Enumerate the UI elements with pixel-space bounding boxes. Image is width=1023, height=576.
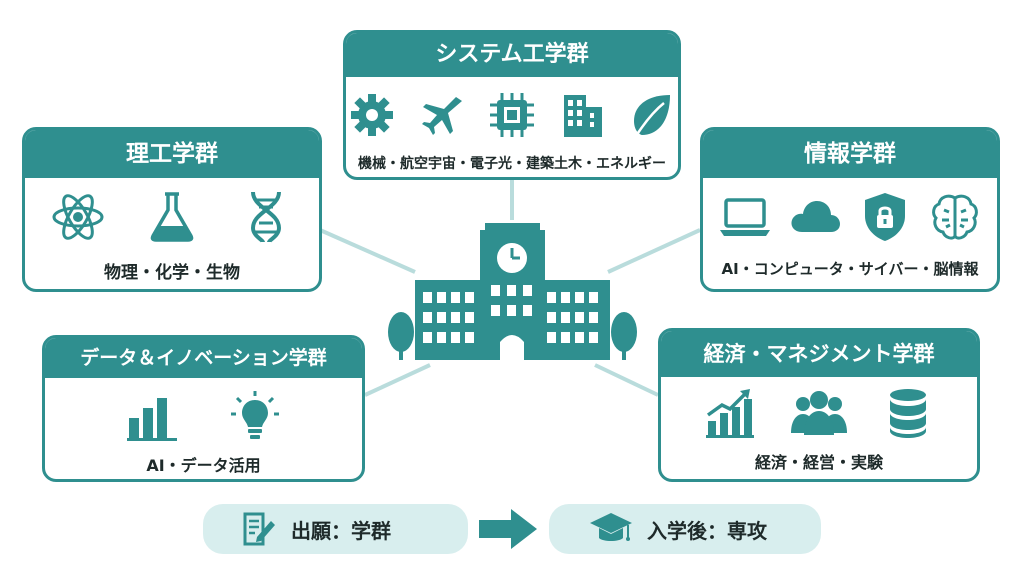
step-label: 出願：学群 bbox=[291, 518, 391, 543]
step-label: 入学後：専攻 bbox=[647, 518, 767, 543]
card-title: 情報学群 bbox=[703, 130, 997, 178]
application-step-pill: 出願：学群 bbox=[203, 504, 468, 554]
card-caption: AI・コンピュータ・サイバー・脳情報 bbox=[721, 260, 979, 278]
card-caption: 物理・化学・生物 bbox=[104, 263, 240, 283]
card-title: 理工学群 bbox=[25, 130, 319, 178]
card-caption: 機械・航空宇宙・電子光・建築土木・エネルギー bbox=[358, 156, 666, 172]
data-innovation-card: データ＆イノベーション学群 AI・データ活用 bbox=[42, 335, 365, 482]
brain-icon bbox=[932, 194, 978, 240]
dna-icon bbox=[250, 191, 282, 243]
laptop-icon bbox=[720, 198, 770, 236]
airplane-icon bbox=[422, 97, 462, 135]
graduation-cap-icon bbox=[590, 513, 632, 541]
card-caption: AI・データ活用 bbox=[146, 456, 261, 475]
bar-chart-icon bbox=[126, 398, 177, 441]
flask-icon bbox=[150, 192, 194, 242]
leaf-icon bbox=[634, 95, 670, 135]
growth-chart-icon bbox=[706, 389, 754, 438]
cloud-icon bbox=[791, 201, 840, 232]
document-pen-icon bbox=[243, 512, 275, 546]
shield-lock-icon bbox=[865, 193, 905, 241]
informatics-card: 情報学群 bbox=[700, 127, 1000, 292]
card-title: システム工学群 bbox=[346, 33, 678, 77]
chip-icon bbox=[490, 93, 534, 137]
university-building-icon bbox=[388, 223, 637, 360]
gear-icon bbox=[351, 94, 393, 136]
people-icon bbox=[791, 391, 847, 435]
card-caption: 経済・経営・実験 bbox=[754, 453, 883, 472]
right-arrow-icon bbox=[479, 509, 537, 549]
economics-management-card: 経済・マネジメント学群 bbox=[658, 328, 980, 482]
system-engineering-card: システム工学群 bbox=[343, 30, 681, 180]
post-enrollment-step-pill: 入学後：専攻 bbox=[549, 504, 821, 554]
science-engineering-card: 理工学群 bbox=[22, 127, 322, 292]
card-title: 経済・マネジメント学群 bbox=[661, 331, 977, 377]
building-icon bbox=[564, 95, 602, 137]
card-title: データ＆イノベーション学群 bbox=[45, 338, 362, 378]
lightbulb-icon bbox=[230, 391, 279, 439]
database-icon bbox=[890, 389, 926, 438]
atom-icon bbox=[52, 194, 104, 240]
